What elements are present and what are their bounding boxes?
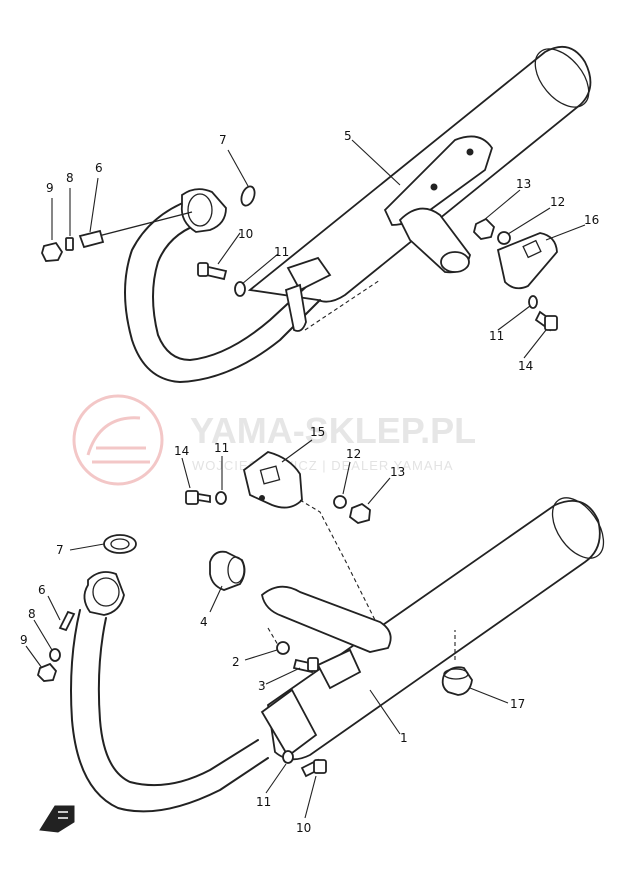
upper-header-pipe [124,199,321,383]
upper-callout-7: 7 [219,133,227,147]
upper-callout-16: 16 [584,213,599,227]
middle-callout-15: 15 [310,425,325,439]
middle-callout-12: 12 [346,447,361,461]
bracket-group: 14 11 15 12 13 [174,425,405,631]
upper-bracket [496,232,558,290]
lower-callout-2: 2 [232,655,240,669]
upper-callout-12: 12 [550,195,565,209]
upper-callout-14: 14 [518,359,533,373]
upper-callout-6: 6 [95,161,103,175]
lower-callout-11: 11 [256,795,271,809]
lower-callout-4: 4 [200,615,208,629]
middle-callout-13: 13 [390,465,405,479]
upper-callout-11: 11 [274,245,289,259]
upper-callout-9: 9 [46,181,54,195]
lower-callout-7: 7 [56,543,64,557]
middle-callout-11: 11 [214,441,229,455]
lower-header-pipe [70,609,269,813]
middle-callout-14: 14 [174,444,189,458]
lower-assembly: 7 6 8 9 4 2 3 1 17 11 10 [20,497,605,835]
upper-callout-10: 10 [238,227,253,241]
watermark-tagline: WOJCIECHOWICZ | DEALER YAMAHA [192,458,454,473]
upper-callout-13: 13 [516,177,531,191]
lower-callout-6: 6 [38,583,46,597]
lower-callout-3: 3 [258,679,266,693]
upper-assembly: 9 8 6 7 5 10 11 13 12 16 11 14 [41,45,599,383]
watermark-brand: YAMA-SKLEP.PL [190,410,476,451]
upper-callout-11-lower: 11 [489,329,504,343]
middle-bracket [242,451,303,509]
lower-callout-8: 8 [28,607,36,621]
upper-callout-5: 5 [344,129,352,143]
lower-callout-17: 17 [510,697,525,711]
upper-header-flange [180,188,227,233]
watermark-logo [72,394,164,486]
upper-callout-8: 8 [66,171,74,185]
front-direction-marker [39,805,75,833]
lower-callout-1: 1 [400,731,408,745]
lower-callout-9: 9 [20,633,28,647]
lower-header-flange [83,571,125,616]
lower-callout-10: 10 [296,821,311,835]
